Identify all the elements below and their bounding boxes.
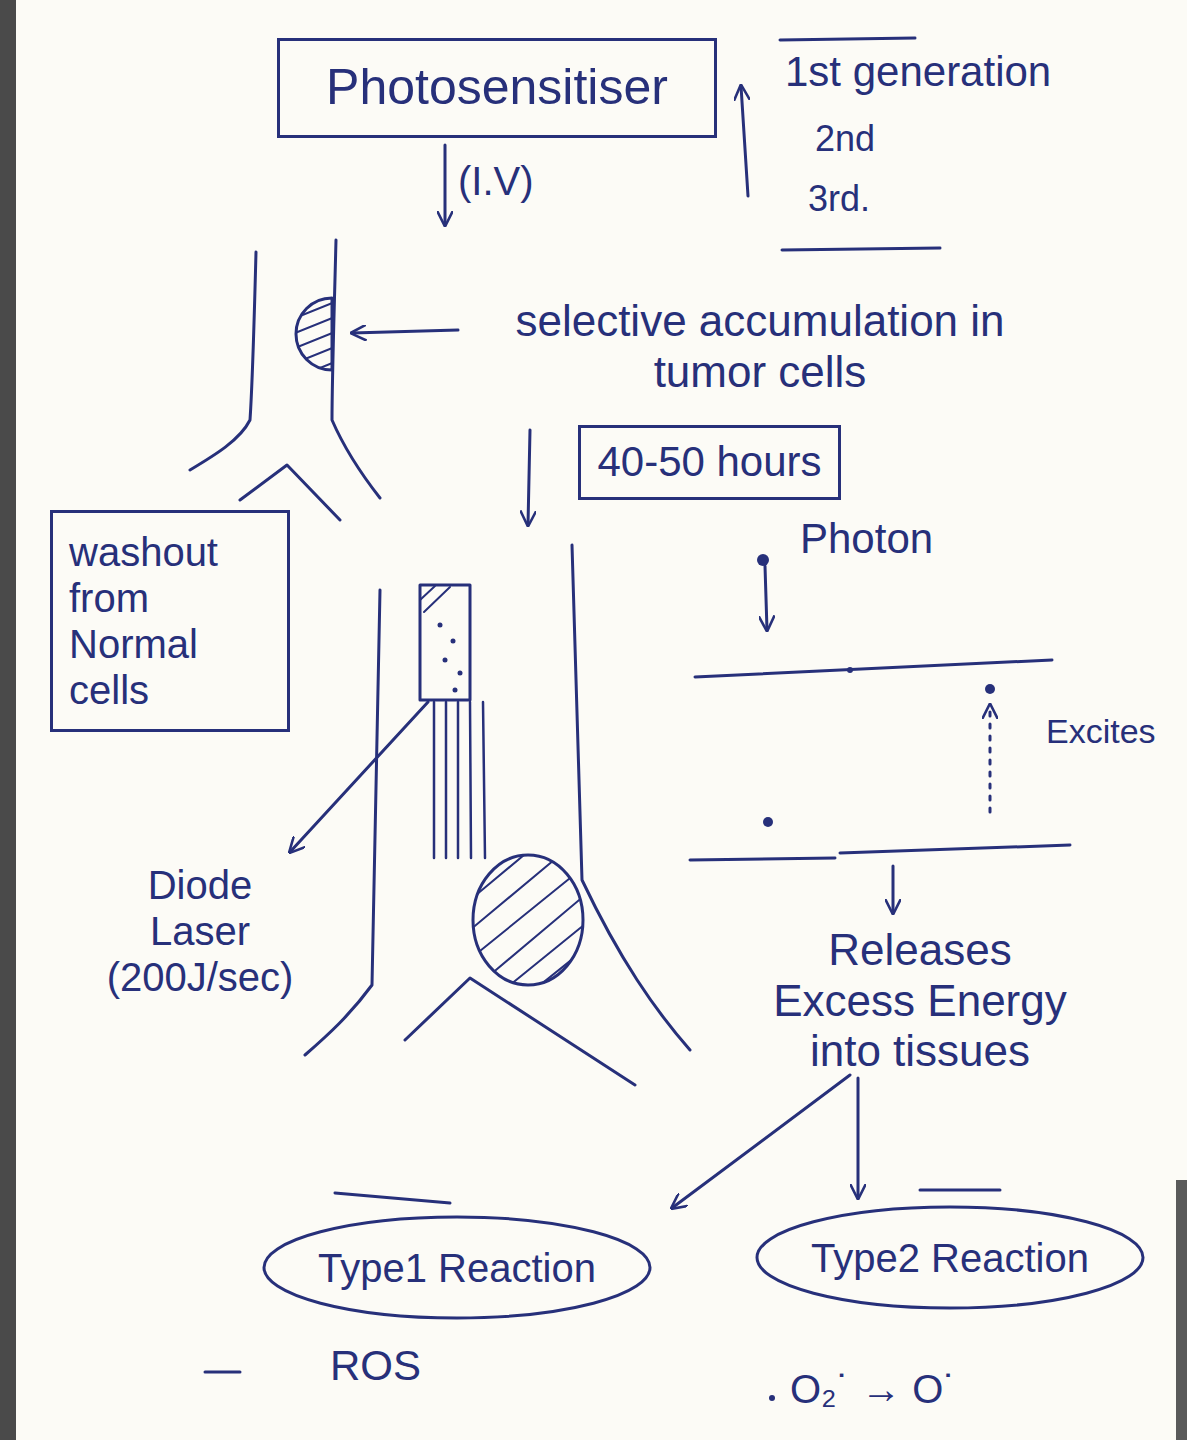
node-text: 40-50 hours	[597, 438, 821, 486]
step-label: Releases Excess Energy into tissues	[755, 925, 1085, 1077]
photon-dot	[757, 554, 769, 566]
route-label: (I.V)	[458, 158, 534, 204]
vessel-fork	[405, 978, 635, 1085]
node-text: Type2 Reaction	[811, 1235, 1089, 1281]
vessel-wall	[332, 240, 380, 498]
hatch-lines	[290, 300, 340, 395]
node-text: Photosensitiser	[326, 59, 668, 117]
laser-fiber	[420, 585, 470, 700]
fiber-dot	[458, 671, 463, 676]
fiber-dot	[451, 639, 456, 644]
paper-edge	[1176, 1180, 1187, 1440]
photon-label: Photon	[800, 515, 933, 563]
product-label: O₂˙ → O˙	[790, 1366, 957, 1412]
electron-dot	[763, 817, 773, 827]
leader-arrow	[290, 702, 428, 852]
paper-edge	[0, 0, 16, 1440]
branch-arrow	[672, 1075, 850, 1208]
excites-label: Excites	[1046, 712, 1156, 751]
flow-arrow	[892, 866, 895, 913]
generation-arrow	[741, 86, 748, 196]
tumor-hatch	[290, 300, 340, 395]
laser-beam	[434, 702, 485, 858]
process-box: Photosensitiser	[277, 38, 717, 138]
reaction-ellipse: Type2 Reaction	[755, 1205, 1145, 1310]
pointer-arrow	[352, 330, 458, 333]
note-box: washout from Normal cells	[50, 510, 290, 732]
injection-arrow	[444, 145, 447, 225]
product-label: ROS	[330, 1342, 421, 1390]
vessel-wall	[190, 252, 256, 470]
scribble-line	[335, 1193, 450, 1203]
flow-arrow	[528, 430, 530, 525]
node-text: Type1 Reaction	[318, 1245, 596, 1291]
ellipse-shape	[757, 1207, 1143, 1308]
fiber-dot	[443, 658, 448, 663]
bracket-line	[780, 38, 915, 40]
energy-level	[695, 660, 1052, 677]
excitation-arrow	[989, 705, 992, 812]
fiber-dot	[438, 623, 443, 628]
fiber-hatch	[420, 586, 450, 612]
class-label: 2nd	[815, 118, 875, 159]
hatch-lines	[470, 850, 590, 985]
bullet-dash	[205, 1371, 240, 1374]
photon-arrow	[765, 566, 767, 630]
electron-dot	[847, 667, 853, 673]
duration-box: 40-50 hours	[578, 425, 841, 500]
fiber-dot	[453, 688, 458, 693]
reaction-ellipse: Type1 Reaction	[262, 1215, 652, 1320]
node-text: washout from Normal cells	[69, 529, 271, 713]
vessel-wall	[572, 545, 690, 1050]
bullet-dot	[769, 1395, 775, 1401]
energy-level	[690, 845, 1070, 860]
tumor-mass	[296, 298, 332, 370]
branch-arrow	[857, 1078, 860, 1198]
bracket-line	[782, 248, 940, 250]
tumor-mass	[473, 855, 583, 985]
ellipse-shape	[264, 1217, 650, 1318]
device-label: Diode Laser (200J/sec)	[100, 862, 300, 1000]
electron-dot	[985, 684, 995, 694]
class-label: 3rd.	[808, 178, 870, 219]
tumor-hatch	[470, 850, 590, 985]
class-label: 1st generation	[785, 48, 1051, 96]
scribble-line	[920, 1189, 1000, 1192]
step-label: selective accumulation in tumor cells	[470, 296, 1050, 397]
